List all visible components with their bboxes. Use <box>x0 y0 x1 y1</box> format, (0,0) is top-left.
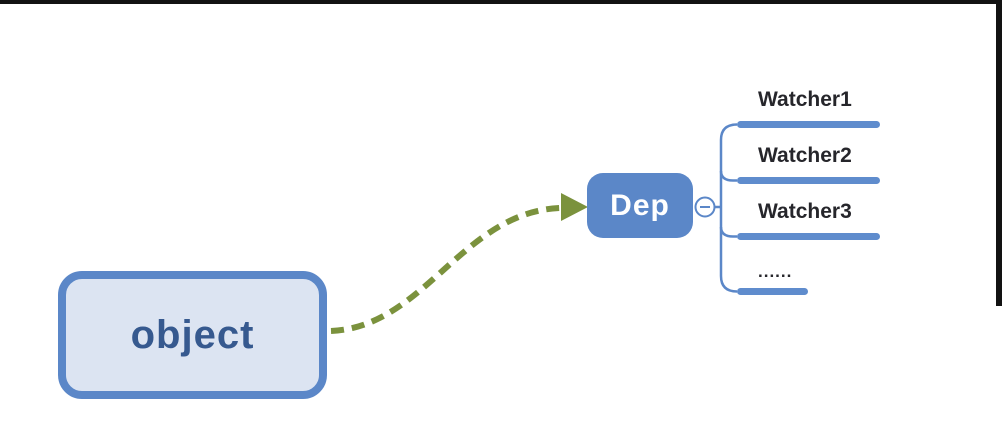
object-node[interactable]: object <box>58 271 327 399</box>
branch-connector-mid2 <box>719 226 737 238</box>
watcher3-branch-bar <box>737 233 880 240</box>
arrowhead-icon <box>561 193 588 221</box>
watcher1-branch-bar <box>737 121 880 128</box>
branch-connector-mid1 <box>719 170 737 182</box>
watcher2-branch-bar <box>737 177 880 184</box>
dep-node[interactable]: Dep <box>587 173 693 238</box>
top-frame-bar <box>0 0 1002 4</box>
branch-connector-outer <box>719 123 738 293</box>
object-node-label: object <box>130 312 255 357</box>
dep-node-label: Dep <box>610 188 670 222</box>
right-frame-bar <box>996 0 1002 306</box>
watcher2-label[interactable]: Watcher2 <box>758 144 852 167</box>
watcher-ellipsis-branch-bar <box>737 288 808 295</box>
minus-circle-icon[interactable] <box>694 196 716 218</box>
watcher1-label[interactable]: Watcher1 <box>758 88 852 111</box>
watcher3-label[interactable]: Watcher3 <box>758 200 852 223</box>
dashed-arrow-line <box>330 205 561 334</box>
watcher-ellipsis-label[interactable]: ...... <box>758 262 793 281</box>
